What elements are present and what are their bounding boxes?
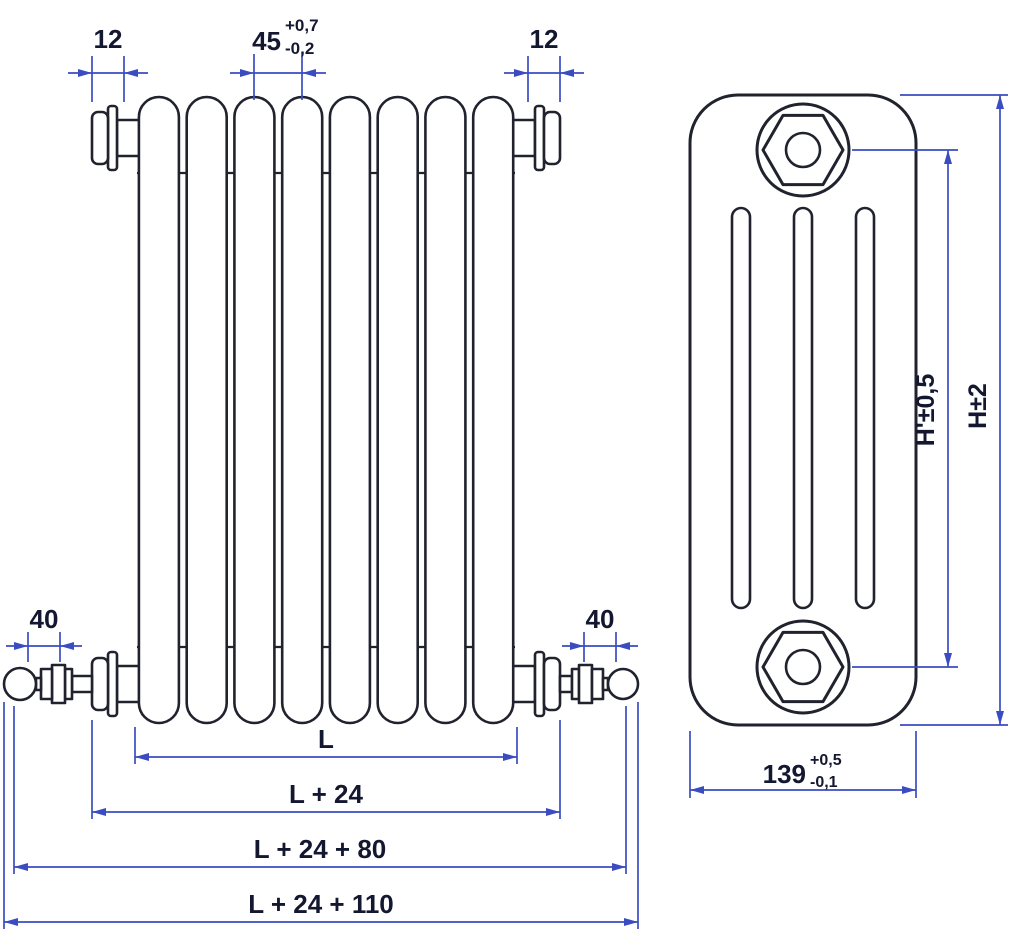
dim-column-pitch-value: 45 bbox=[252, 26, 281, 56]
dim-length-L24-110: L + 24 + 110 bbox=[3, 702, 639, 929]
dim-plug-offset-left: 12 bbox=[68, 24, 148, 102]
side-slot bbox=[730, 206, 752, 610]
side-bottom-plug bbox=[755, 619, 851, 715]
dim-overall-height: H±2 bbox=[900, 94, 1008, 726]
dim-length-L24: L + 24 bbox=[91, 720, 561, 819]
bottom-right-plug bbox=[506, 650, 562, 718]
valve-pipe bbox=[70, 674, 94, 694]
bottom-left-plug bbox=[90, 650, 144, 718]
dim-length-L: L bbox=[134, 724, 518, 764]
radiator-tube bbox=[280, 95, 324, 725]
radiator-tube bbox=[424, 95, 467, 725]
valve-ball bbox=[606, 667, 640, 701]
plug-flange bbox=[533, 104, 546, 172]
dim-column-pitch-tol-minus: -0,2 bbox=[285, 39, 314, 58]
plug-flange bbox=[533, 650, 546, 718]
valve-body bbox=[577, 663, 594, 705]
front-view bbox=[2, 95, 640, 725]
dim-length-L24-label: L + 24 bbox=[289, 779, 364, 809]
bottom-right-valve bbox=[558, 663, 640, 705]
radiator-tube bbox=[376, 95, 420, 725]
plug-cap bbox=[90, 656, 110, 712]
side-slots bbox=[730, 206, 876, 610]
radiator-tube bbox=[185, 95, 228, 725]
dim-plug-offset-left-label: 12 bbox=[94, 24, 123, 54]
side-slot bbox=[854, 206, 876, 610]
dim-depth-tol-minus: -0,1 bbox=[810, 774, 838, 791]
valve-body bbox=[50, 663, 67, 705]
bottom-left-valve bbox=[2, 663, 94, 705]
top-right-plug bbox=[508, 104, 562, 172]
radiator-tube bbox=[137, 95, 181, 725]
side-slot bbox=[792, 206, 814, 610]
dim-column-pitch-tol-plus: +0,7 bbox=[285, 16, 319, 35]
dim-plug-offset-right-label: 12 bbox=[530, 24, 559, 54]
dim-length-L24-80-label: L + 24 + 80 bbox=[254, 834, 387, 864]
dimensions: 12 12 45 +0,7 -0,2 bbox=[3, 16, 1008, 929]
dim-valve-left: 40 bbox=[6, 604, 82, 662]
dim-depth: 139 +0,5 -0,1 bbox=[689, 731, 917, 798]
plug-bore-circle bbox=[784, 131, 822, 169]
dim-valve-right-label: 40 bbox=[586, 604, 615, 634]
valve-ball bbox=[2, 666, 38, 702]
dim-length-L24-80: L + 24 + 80 bbox=[13, 706, 627, 874]
dim-plug-offset-right: 12 bbox=[504, 24, 584, 102]
dim-valve-right: 40 bbox=[562, 604, 638, 662]
plug-flange bbox=[106, 650, 119, 718]
plug-cap bbox=[542, 110, 562, 166]
radiator-tube bbox=[471, 95, 515, 725]
side-top-plug bbox=[755, 102, 851, 198]
dim-center-distance: H'±0,5 bbox=[852, 149, 958, 668]
radiator-tubes bbox=[137, 95, 515, 725]
dim-overall-height-label: H±2 bbox=[964, 383, 992, 429]
top-left-plug bbox=[90, 104, 144, 172]
dim-depth-value: 139 bbox=[763, 759, 806, 789]
dim-valve-left-label: 40 bbox=[30, 604, 59, 634]
plug-cap bbox=[90, 110, 110, 166]
valve-nut bbox=[39, 667, 54, 701]
radiator-tube bbox=[328, 95, 372, 725]
plug-flange bbox=[106, 104, 119, 172]
dim-length-L-label: L bbox=[318, 724, 334, 754]
dim-depth-tol-plus: +0,5 bbox=[810, 752, 842, 769]
dim-center-distance-label: H'±0,5 bbox=[912, 374, 940, 447]
plug-cap bbox=[542, 656, 562, 712]
side-view bbox=[688, 93, 918, 727]
valve-nut bbox=[590, 667, 605, 701]
dim-column-pitch: 45 +0,7 -0,2 bbox=[230, 16, 326, 100]
valve-pipe bbox=[558, 674, 574, 694]
radiator-tube bbox=[233, 95, 276, 725]
dim-length-L24-110-label: L + 24 + 110 bbox=[248, 889, 394, 919]
plug-bore-circle bbox=[784, 648, 822, 686]
